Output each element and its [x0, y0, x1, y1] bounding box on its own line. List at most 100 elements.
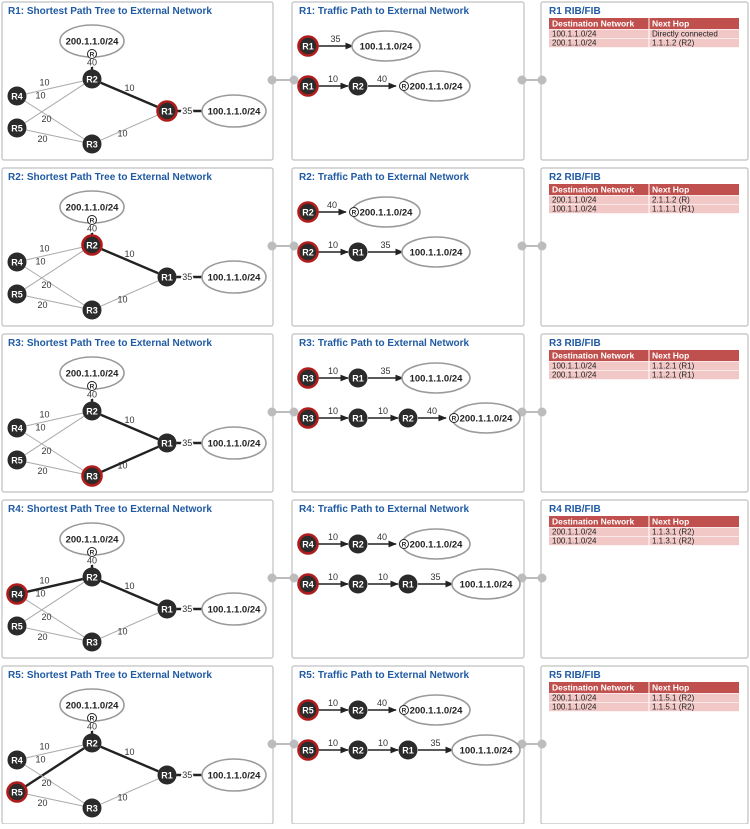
fib-header-nexthop: Next Hop — [652, 683, 689, 693]
spt-cost-label: 10 — [39, 576, 49, 586]
spt-link — [24, 764, 85, 804]
spt-title: R2: Shortest Path Tree to External Netwo… — [8, 172, 212, 183]
traffic-destination — [451, 568, 521, 600]
spt-cost-label: 20 — [41, 612, 51, 622]
redistribution-marker — [399, 81, 409, 91]
fib-header-row — [549, 18, 739, 29]
spt-link — [26, 246, 83, 261]
router-r5-label: R5 — [11, 622, 23, 632]
traffic-cost-label: 10 — [378, 406, 388, 416]
fib-cell-destination: 200.1.1.0/24 — [552, 528, 597, 537]
fib-title: R2 RIB/FIB — [549, 172, 601, 183]
router-r5-label: R5 — [11, 456, 23, 466]
traffic-router-r2 — [348, 700, 368, 720]
spt-cost-label: 10 — [35, 257, 45, 267]
router-r5 — [6, 781, 28, 803]
spt-cost-label: 10 — [124, 249, 134, 259]
spt-cost-label: 20 — [37, 798, 47, 808]
spt-link — [26, 793, 83, 807]
fib-title: R4 RIB/FIB — [549, 504, 601, 515]
router-r1-label: R1 — [161, 605, 173, 615]
network-100-label: 100.1.1.0/24 — [208, 107, 262, 118]
router-r4 — [6, 583, 28, 605]
spt-link — [100, 612, 159, 639]
fib-cell-nexthop: 1.1.1.1 (R1) — [652, 205, 695, 214]
traffic-destination-label: 100.1.1.0/24 — [460, 580, 514, 591]
traffic-router-r1-label: R1 — [352, 248, 364, 258]
spt-cost-label: 10 — [39, 78, 49, 88]
connector-dot — [289, 75, 299, 85]
fib-cell-nexthop: 2.1.1.2 (R) — [652, 196, 690, 205]
redistribution-marker — [87, 49, 97, 59]
router-r5 — [7, 284, 27, 304]
spt-title: R5: Shortest Path Tree to External Netwo… — [8, 670, 212, 681]
connector-dot — [517, 75, 527, 85]
network-100-label: 100.1.1.0/24 — [208, 605, 262, 616]
spt-cost-label: 35 — [182, 106, 192, 116]
fib-row — [549, 536, 739, 546]
traffic-destination-label: 200.1.1.0/24 — [410, 82, 464, 93]
spt-link — [100, 280, 159, 307]
spt-link — [26, 627, 83, 641]
traffic-router-r1 — [348, 242, 368, 262]
fib-cell-destination: 100.1.1.0/24 — [552, 703, 597, 712]
traffic-router-r1 — [398, 740, 418, 760]
router-r1 — [157, 267, 177, 287]
spt-cost-label: 10 — [124, 581, 134, 591]
spt-cost-label: 20 — [41, 280, 51, 290]
spt-link — [100, 445, 159, 474]
fib-header-nexthop: Next Hop — [652, 185, 689, 195]
spt-link — [24, 581, 85, 622]
fib-cell-nexthop: Directly connected — [652, 30, 718, 39]
router-r5-label: R5 — [11, 788, 23, 798]
spt-link — [24, 432, 85, 472]
traffic-router-r2-label: R2 — [352, 82, 364, 92]
spt-link — [24, 747, 85, 788]
spt-cost-label: 20 — [41, 114, 51, 124]
redistribution-marker-label: R — [402, 542, 407, 549]
fib-cell-destination: 100.1.1.0/24 — [552, 362, 597, 371]
traffic-router-r2-label: R2 — [352, 540, 364, 550]
traffic-cost-label: 35 — [380, 240, 390, 250]
router-r2-label: R2 — [86, 407, 98, 417]
spt-cost-label: 40 — [87, 555, 97, 565]
network-100 — [201, 426, 267, 460]
traffic-router-r1-label: R1 — [352, 374, 364, 384]
spt-link — [24, 415, 85, 456]
traffic-cost-label: 35 — [330, 34, 340, 44]
traffic-destination-label: 200.1.1.0/24 — [410, 540, 464, 551]
row-2: R2: Shortest Path Tree to External Netwo… — [1, 167, 749, 327]
router-r2-label: R2 — [86, 739, 98, 749]
redistribution-marker — [87, 215, 97, 225]
fib-title: R3 RIB/FIB — [549, 338, 601, 349]
fib-header-destination: Destination Network — [552, 185, 634, 195]
spt-title: R4: Shortest Path Tree to External Netwo… — [8, 504, 212, 515]
router-r4-label: R4 — [11, 590, 23, 600]
traffic-destination — [351, 30, 421, 62]
redistribution-marker-label: R — [90, 52, 95, 59]
spt-cost-label: 10 — [117, 129, 127, 139]
traffic-router-r5-label: R5 — [302, 706, 314, 716]
spt-link — [100, 114, 159, 141]
spt-link — [26, 295, 83, 309]
router-r2-label: R2 — [86, 75, 98, 85]
spt-link — [100, 247, 159, 275]
router-r4 — [7, 252, 27, 272]
traffic-cost-label: 35 — [430, 738, 440, 748]
connector-dot — [289, 573, 299, 583]
connector-dot — [267, 407, 277, 417]
spt-cost-label: 20 — [41, 778, 51, 788]
spt-link — [26, 80, 83, 95]
traffic-router-r4 — [297, 573, 319, 595]
traffic-router-r4-label: R4 — [302, 580, 314, 590]
router-r2-label: R2 — [86, 573, 98, 583]
spt-cost-label: 40 — [87, 57, 97, 67]
spt-cost-label: 10 — [124, 747, 134, 757]
traffic-cost-label: 10 — [328, 406, 338, 416]
fib-row — [549, 195, 739, 205]
spt-link — [26, 744, 83, 759]
fib-title: R1 RIB/FIB — [549, 6, 601, 17]
router-r3 — [82, 134, 102, 154]
